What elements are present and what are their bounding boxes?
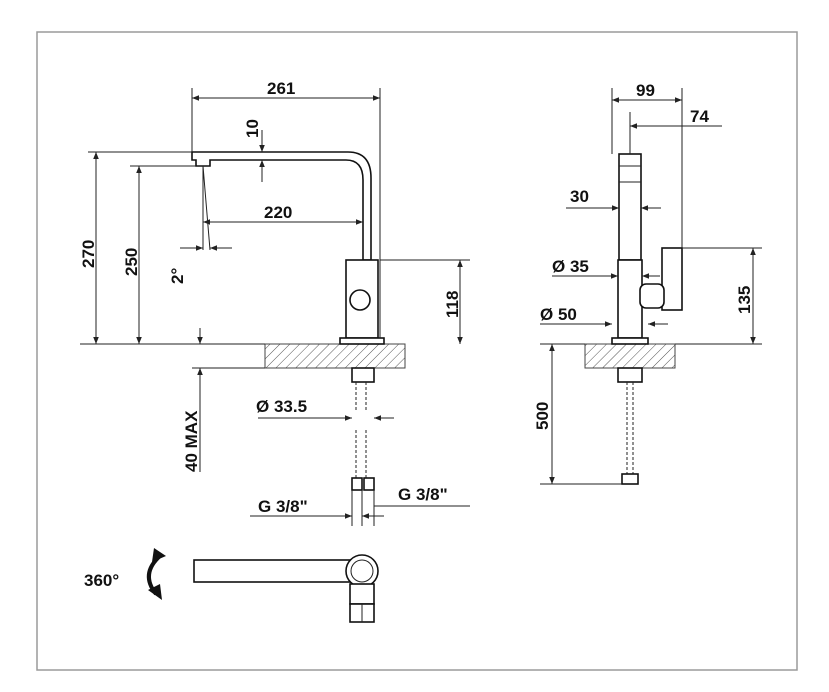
- dim-outlet-height: 250: [122, 248, 141, 276]
- base-front: [611, 337, 649, 345]
- dim-spout-thickness: 10: [243, 119, 262, 138]
- flexible-hoses: [351, 382, 375, 491]
- dim-front-depth: 74: [690, 107, 709, 126]
- spout-front: [618, 153, 642, 261]
- dim-side-width: 261: [267, 79, 295, 98]
- lever-front: [661, 247, 683, 311]
- faucet-spout: [191, 151, 372, 261]
- dim-front-width: 99: [636, 81, 655, 100]
- dim-spout-reach: 220: [264, 203, 292, 222]
- lever-handle: [349, 289, 371, 311]
- shank: [351, 367, 375, 383]
- side-view: 261 10 220 2° 270 250 118 40 MAX: [79, 79, 470, 526]
- dim-lever-height: 135: [735, 286, 754, 314]
- rotation-label: 360°: [84, 571, 119, 590]
- dim-hose-length: 500: [533, 402, 552, 430]
- dim-body-height: 118: [443, 291, 462, 318]
- dim-total-height: 270: [79, 240, 98, 268]
- dim-spout-width: 30: [570, 187, 589, 206]
- dim-conn-right: G 3/8": [398, 485, 448, 504]
- faucet-base: [339, 337, 385, 345]
- drawing-frame: [36, 31, 798, 671]
- countertop-section-front: [584, 343, 676, 369]
- countertop-section: [264, 343, 406, 369]
- lever-top: [349, 583, 375, 605]
- spout-top: [193, 559, 367, 583]
- body-front: [617, 259, 643, 339]
- dim-deck-max: 40 MAX: [182, 410, 201, 472]
- top-view: 360°: [84, 548, 379, 623]
- dim-spray-angle: 2°: [168, 268, 187, 284]
- shank-front: [617, 367, 643, 383]
- front-view: 99 74 30 Ø 35 Ø 50 135 500: [533, 81, 762, 485]
- lever-hub: [639, 283, 665, 309]
- dim-body-diameter: Ø 35: [552, 257, 589, 276]
- dim-hose-diameter: Ø 33.5: [256, 397, 307, 416]
- dim-conn-left: G 3/8": [258, 497, 308, 516]
- dim-base-diameter: Ø 50: [540, 305, 577, 324]
